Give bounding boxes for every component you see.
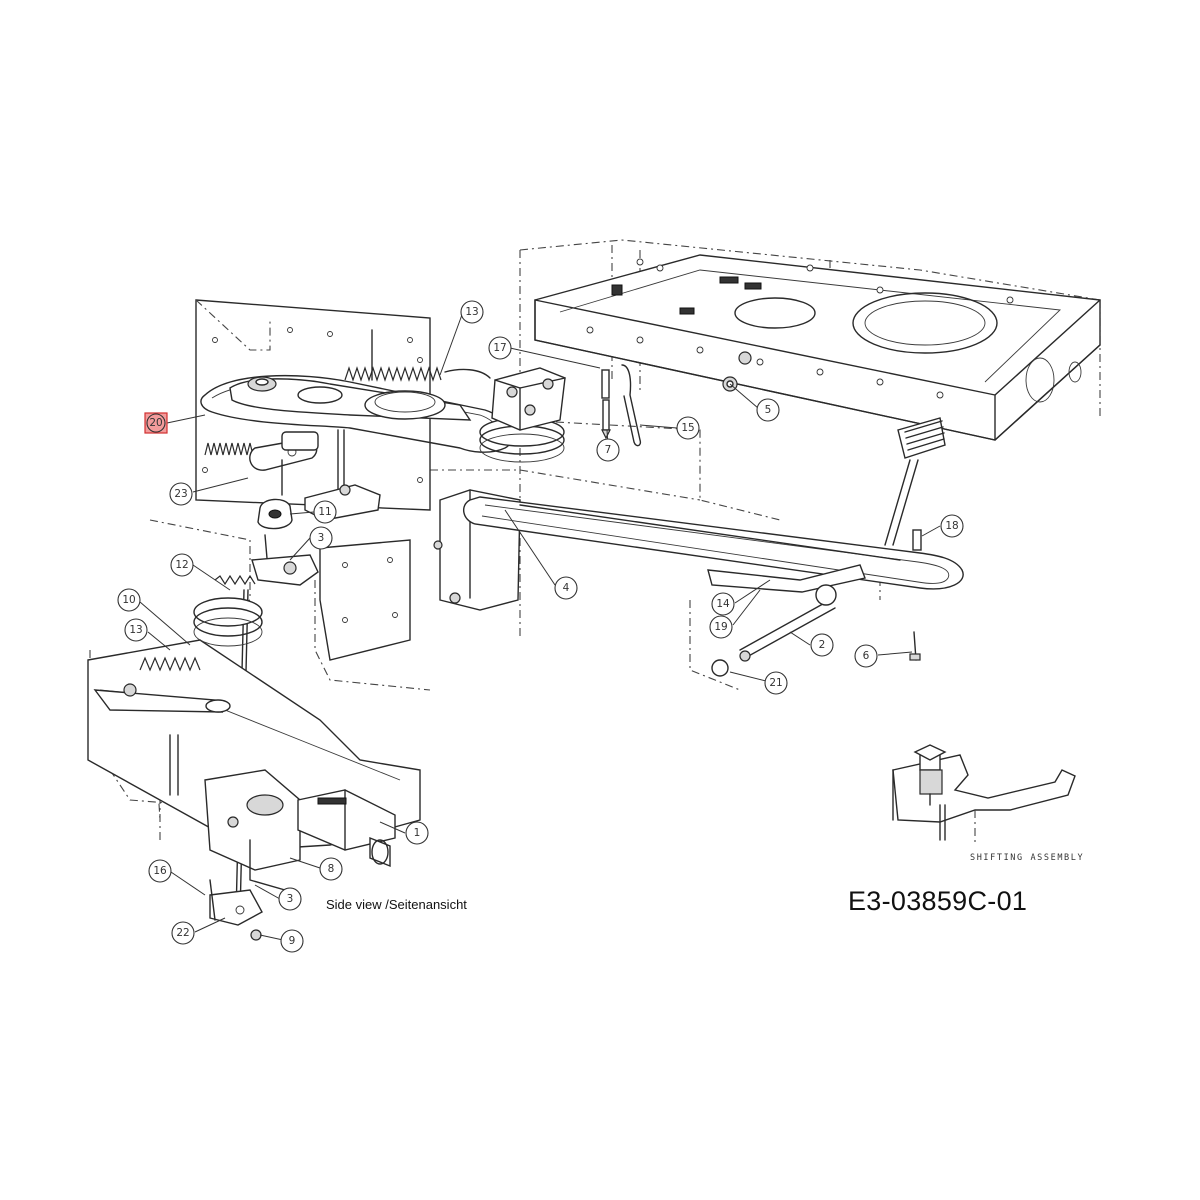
callout-16[interactable]: 16	[148, 859, 172, 883]
callout-label: 14	[716, 598, 730, 610]
shifting-assembly-detail	[892, 744, 1076, 842]
callout-label: 3	[287, 893, 294, 905]
callout-label: 11	[318, 506, 331, 518]
callout-22[interactable]: 22	[171, 921, 195, 945]
callout-label: 22	[176, 927, 189, 939]
callout-label: 15	[681, 422, 694, 434]
frame-chassis	[430, 239, 1101, 691]
callout-2[interactable]: 2	[810, 633, 834, 657]
callout-10[interactable]: 10	[117, 588, 141, 612]
callout-15[interactable]: 15	[676, 416, 700, 440]
callout-3-upper[interactable]: 3	[309, 526, 333, 550]
callout-label: 1	[414, 827, 421, 839]
callouts: 13 17 5 7 15 20 23 11 3 12 4 18 10 13 14…	[117, 300, 964, 953]
callout-label: 2	[819, 639, 826, 651]
detail-title: SHIFTING ASSEMBLY	[970, 853, 1085, 863]
callout-label: 23	[174, 488, 187, 500]
transmission	[87, 597, 421, 891]
callout-label: 20	[149, 417, 162, 429]
callout-9[interactable]: 9	[280, 929, 304, 953]
callout-21[interactable]: 21	[764, 671, 788, 695]
callout-label: 17	[493, 342, 506, 354]
callout-label: 10	[122, 594, 135, 606]
callout-1[interactable]: 1	[405, 821, 429, 845]
callout-18[interactable]: 18	[940, 514, 964, 538]
callout-7[interactable]: 7	[596, 438, 620, 462]
callout-label: 5	[765, 404, 772, 416]
callout-label: 19	[714, 621, 727, 633]
callout-5[interactable]: 5	[756, 398, 780, 422]
callout-19[interactable]: 19	[709, 615, 733, 639]
callout-13-lower[interactable]: 13	[124, 618, 148, 642]
drawing-number: E3-03859C-01	[848, 886, 1028, 916]
motion-plate	[314, 489, 521, 691]
callout-label: 8	[328, 863, 335, 875]
callout-14[interactable]: 14	[711, 592, 735, 616]
callout-label: 12	[175, 559, 188, 571]
callout-label: 7	[605, 444, 612, 456]
shift-rod-assembly	[209, 498, 319, 941]
callout-11[interactable]: 11	[313, 500, 337, 524]
view-caption: Side view /Seitenansicht	[326, 897, 467, 912]
callout-23[interactable]: 23	[169, 482, 193, 506]
callout-6[interactable]: 6	[854, 644, 878, 668]
callout-12[interactable]: 12	[170, 553, 194, 577]
callout-13-top[interactable]: 13	[460, 300, 484, 324]
callout-4[interactable]: 4	[554, 576, 578, 600]
callout-label: 16	[153, 865, 167, 877]
pedal-rod	[463, 417, 964, 677]
callout-label: 4	[563, 582, 570, 594]
callout-label: 13	[129, 624, 142, 636]
callout-label: 21	[769, 677, 782, 689]
callout-8[interactable]: 8	[319, 857, 343, 881]
callout-label: 18	[945, 520, 958, 532]
callout-label: 3	[318, 532, 325, 544]
callout-label: 13	[465, 306, 478, 318]
callout-20-highlighted[interactable]: 20	[144, 412, 168, 434]
callout-3-lower[interactable]: 3	[278, 887, 302, 911]
callout-label: 9	[289, 935, 296, 947]
callout-label: 6	[863, 650, 870, 662]
callout-17[interactable]: 17	[488, 336, 512, 360]
